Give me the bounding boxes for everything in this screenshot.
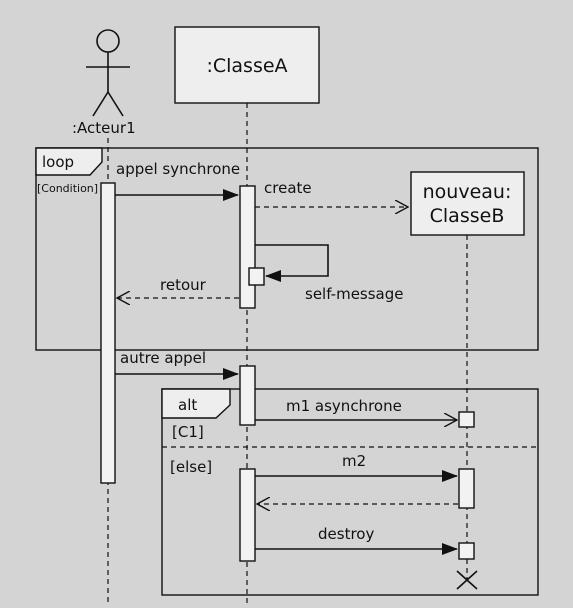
alt-operator-label: alt (178, 396, 197, 414)
appel-synchrone-label: appel synchrone (116, 160, 240, 178)
activation-classeA-3 (239, 468, 256, 562)
message-autre-appel: autre appel (115, 349, 239, 380)
activation-actor (100, 182, 116, 484)
loop-operator-label: loop (42, 153, 74, 171)
create-label: create (264, 179, 312, 197)
autre-appel-label: autre appel (120, 349, 206, 367)
message-retour: retour (117, 276, 239, 298)
classeB-label-line2: ClasseB (430, 205, 505, 227)
loop-fragment: loop [Condition] (35, 147, 539, 351)
actor-label: :Acteur1 (72, 119, 136, 137)
participant-classeA: :ClasseA (174, 26, 320, 104)
loop-guard: [Condition] (37, 182, 98, 195)
alt-fragment: alt [C1] [else] (161, 388, 539, 596)
activation-classeA-2 (239, 365, 256, 426)
message-self: self-message (255, 244, 404, 303)
self-message-label: self-message (305, 285, 404, 303)
message-create: create (255, 179, 408, 207)
alt-guard-else: [else] (170, 458, 212, 476)
destroy-label: destroy (318, 525, 374, 543)
classeB-label-line1: nouveau: (423, 181, 512, 203)
activation-classeB-destroy (458, 542, 475, 560)
activation-classeA-self (248, 267, 265, 286)
loop-operator-tab (35, 147, 103, 176)
activation-classeB-m1 (458, 411, 475, 428)
stick-figure-icon (86, 29, 130, 117)
message-m2: m2 (255, 452, 458, 482)
alt-operator-tab (161, 388, 231, 419)
message-m1-asynchrone: m1 asynchrone (255, 397, 457, 420)
m2-label: m2 (342, 452, 366, 470)
x-cross-icon (456, 570, 478, 590)
participant-classeB: nouveau: ClasseB (410, 171, 525, 236)
activation-classeA-1 (239, 185, 256, 309)
message-appel-synchrone: appel synchrone (115, 160, 240, 201)
actor-acteur1: :Acteur1 (72, 29, 136, 137)
alt-guard-c1: [C1] (172, 423, 204, 441)
retour-label: retour (160, 276, 207, 294)
activation-classeB-m2 (458, 468, 475, 509)
message-destroy: destroy (255, 525, 458, 555)
m1-label: m1 asynchrone (286, 397, 402, 415)
classeA-label: :ClasseA (206, 55, 287, 77)
